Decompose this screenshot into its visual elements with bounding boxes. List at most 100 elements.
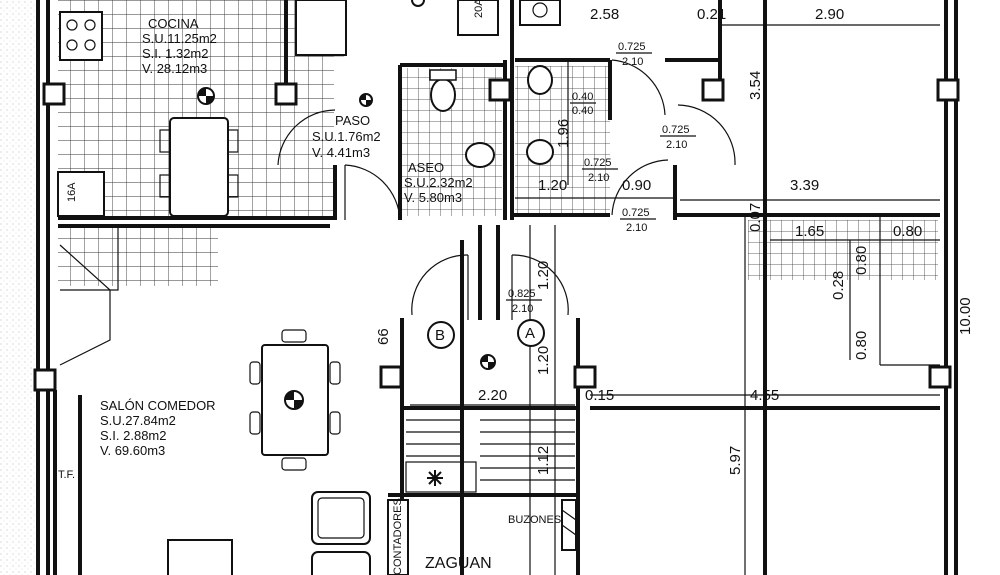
bidet-icon	[527, 65, 553, 95]
sink-icon	[465, 142, 495, 168]
door-height: 2.10	[512, 303, 533, 315]
salon-su: S.U.27.84m2	[100, 413, 176, 428]
dimension-texts: 2.58 0.21 2.90 3.54 3.39 1.65 0.80 0.80 …	[375, 6, 974, 475]
column	[42, 82, 66, 106]
column	[379, 365, 403, 389]
stove	[59, 11, 103, 61]
mailbox	[561, 499, 577, 551]
armchair	[311, 551, 371, 575]
column	[928, 365, 952, 389]
aseo-volume: V. 5.80m3	[404, 190, 462, 205]
door-height: 2.10	[666, 139, 687, 151]
column	[701, 78, 725, 102]
electric-box-label: 20A	[473, 0, 485, 18]
door-height: 2.10	[626, 222, 647, 234]
door-height: 2.10	[622, 56, 643, 68]
room-labels: COCINA S.U.11.25m2 S.I. 1.32m2 V. 28.12m…	[58, 16, 561, 575]
scan-margin	[0, 0, 40, 575]
marker-a-label: A	[525, 325, 535, 342]
dim-label: 3.54	[747, 71, 764, 100]
door-width: 0.725	[618, 41, 646, 53]
meters-cabinet	[387, 499, 409, 575]
dim-label: 0.07	[747, 203, 764, 232]
paso-name: PASO	[335, 113, 370, 128]
kitchen-cabinet	[295, 0, 347, 56]
column	[274, 82, 298, 106]
sideboard	[167, 539, 233, 575]
door-width: 0.725	[584, 157, 612, 169]
right-stair-floor	[748, 220, 938, 280]
dim-label: 2.58	[590, 6, 619, 23]
tf-label: T.F.	[58, 469, 75, 481]
column	[488, 78, 512, 102]
dim-label: 4.55	[750, 387, 779, 404]
dim-label: 0.80	[853, 246, 870, 275]
column	[33, 368, 57, 392]
salon-si: S.I. 2.88m2	[100, 428, 166, 443]
bath-floor	[515, 66, 610, 216]
marker-b-label: B	[435, 327, 445, 344]
kitchen-si: S.I. 1.32m2	[142, 46, 208, 61]
fridge-label: 16A	[66, 182, 78, 202]
kitchen-name: COCINA	[148, 16, 199, 31]
dim-label: 10.00	[957, 297, 974, 335]
salon-name: SALÓN COMEDOR	[100, 398, 216, 413]
door-annotations: 0.725 2.10 0.725 2.10 0.725 2.10 0.725 2…	[506, 41, 696, 315]
dim-label: 1.96	[555, 119, 572, 148]
stairs	[59, 226, 575, 493]
dim-label: 3.39	[790, 177, 819, 194]
dim-label: 0.21	[697, 6, 726, 23]
column	[573, 365, 597, 389]
kitchen-fixtures: 16A 20A	[57, 0, 499, 217]
window-width: 0.40	[572, 91, 593, 103]
electric-box	[457, 0, 499, 36]
dim-label: 1.65	[795, 223, 824, 240]
section-markers: B A	[427, 319, 545, 349]
kitchen-su: S.U.11.25m2	[142, 31, 217, 46]
dining-furniture	[167, 329, 371, 575]
door-width: 0.725	[622, 207, 650, 219]
aseo-name: ASEO	[408, 160, 444, 175]
light-fixtures	[197, 0, 496, 410]
dim-label: 1.20	[535, 261, 552, 290]
left-stair-floor	[58, 226, 218, 286]
toilet-icon	[430, 78, 456, 112]
meters-mailboxes	[387, 499, 577, 575]
paso-volume: V. 4.41m3	[312, 145, 370, 160]
door-width: 0.825	[508, 288, 536, 300]
marker-a	[517, 319, 545, 347]
dim-label: 0.80	[853, 331, 870, 360]
dim-label: 5.97	[727, 446, 744, 475]
bathroom-fixtures	[429, 0, 561, 168]
dim-label: 0.28	[830, 271, 847, 300]
zaguan-name: ZAGUAN	[425, 555, 492, 572]
kitchen-volume: V. 28.12m3	[142, 61, 207, 76]
washbasin	[519, 0, 561, 26]
dim-label: 0.15	[585, 387, 614, 404]
dim-label: 2.90	[815, 6, 844, 23]
door-height: 2.10	[588, 172, 609, 184]
paso-su: S.U.1.76m2	[312, 129, 381, 144]
door-swings	[277, 59, 736, 320]
buzones-label: BUZONES	[508, 514, 561, 526]
sink-icon	[526, 139, 554, 165]
dim-label: 2.20	[478, 387, 507, 404]
fridge	[57, 171, 105, 217]
door-width: 0.725	[662, 124, 690, 136]
dimension-lines	[410, 24, 940, 575]
armchair	[311, 491, 371, 545]
window-height: 0.40	[572, 105, 593, 117]
salon-volume: V. 69.60m3	[100, 443, 165, 458]
dim-label: 66	[375, 328, 392, 345]
dim-label: 1.20	[538, 177, 567, 194]
dim-label: 0.80	[893, 223, 922, 240]
dim-label: 0.90	[622, 177, 651, 194]
contadores-label: CONTADORES	[392, 498, 404, 575]
marker-b	[427, 321, 455, 349]
kitchen-table	[169, 117, 229, 217]
dim-label: 1.20	[535, 346, 552, 375]
dim-label: 1.12	[535, 446, 552, 475]
aseo-su: S.U.2.32m2	[404, 175, 473, 190]
column	[936, 78, 960, 102]
